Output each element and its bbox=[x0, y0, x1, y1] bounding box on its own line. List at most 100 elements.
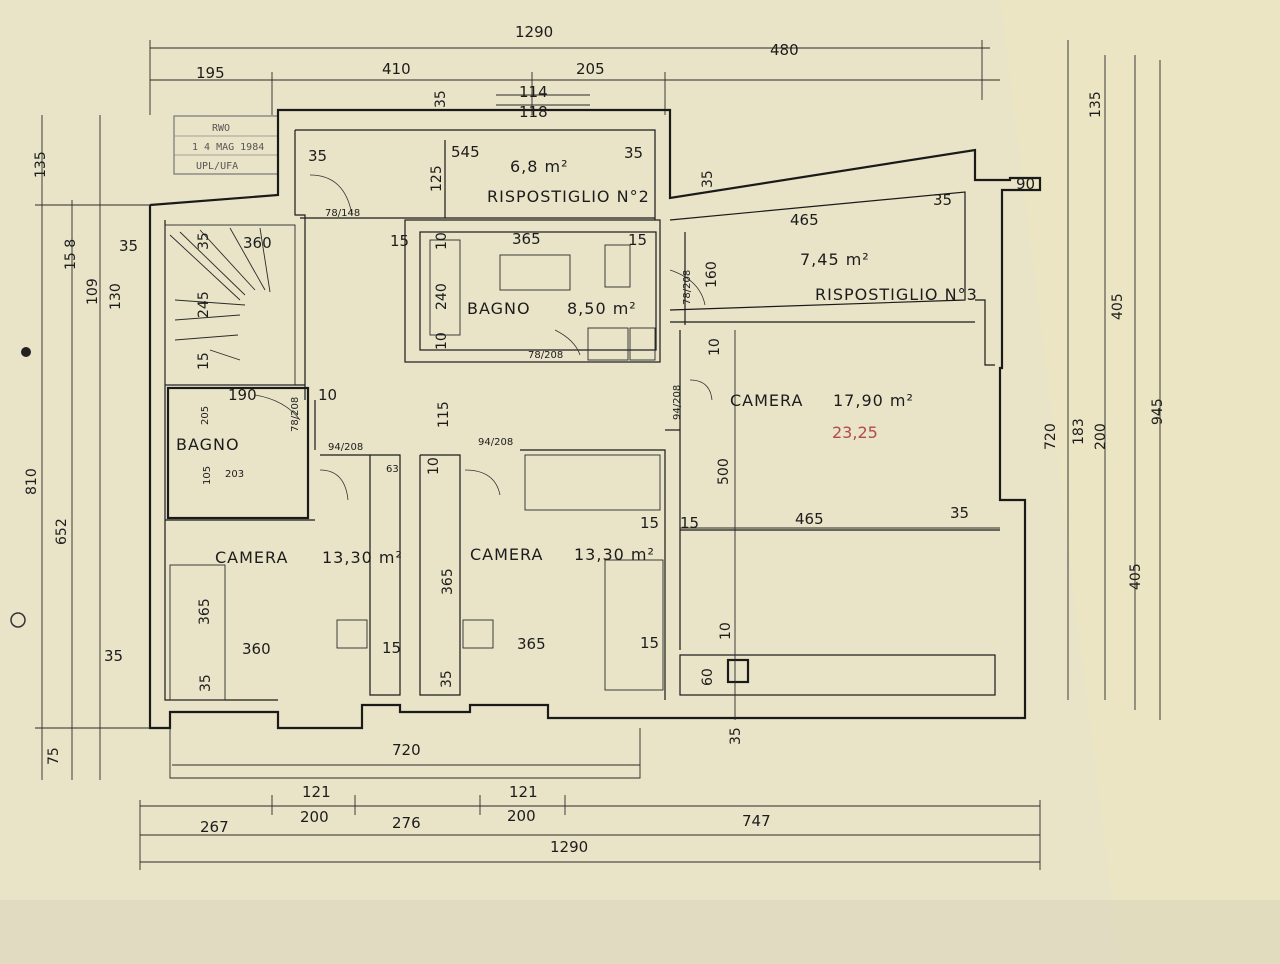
dim-10-a: 10 bbox=[434, 232, 450, 250]
door-labels: 78/148 78/208 78/208 94/208 94/208 94/20… bbox=[290, 208, 693, 453]
dim-276: 276 bbox=[392, 814, 421, 832]
dim-365-top: 365 bbox=[512, 230, 541, 248]
dim-205: 205 bbox=[200, 406, 211, 425]
bagno-main-name: BAGNO bbox=[467, 299, 531, 318]
door-label-7: 78/208 bbox=[290, 397, 301, 432]
camera-big-area: 17,90 m² bbox=[833, 391, 914, 410]
dim-35-stair: 35 bbox=[119, 237, 138, 255]
upper-dimensions: 35 545 35 125 35 465 35 90 160 360 15 10… bbox=[119, 143, 1035, 428]
dim-405-right-b: 405 bbox=[1128, 563, 1144, 590]
dim-200-right: 200 bbox=[1093, 423, 1109, 450]
dim-35-a: 35 bbox=[433, 90, 449, 108]
dim-183-right: 183 bbox=[1071, 418, 1087, 445]
dim-seg2: 410 bbox=[382, 60, 411, 78]
dim-360-top: 360 bbox=[243, 234, 272, 252]
camera-left-name: CAMERA bbox=[215, 548, 288, 567]
dim-121-b: 121 bbox=[509, 783, 538, 801]
dim-200-b: 200 bbox=[507, 807, 536, 825]
room-labels: 6,8 m² RISPOSTIGLIO N°2 7,45 m² RISPOSTI… bbox=[176, 157, 978, 567]
dim-190: 190 bbox=[228, 386, 257, 404]
dim-75-left: 75 bbox=[46, 747, 62, 765]
bottom-dimensions: 720 121 200 121 200 267 276 747 1290 bbox=[139, 741, 1041, 870]
door-label-5: 94/208 bbox=[328, 442, 363, 453]
punch-hole-bottom bbox=[10, 612, 26, 628]
dim-15-c: 15 bbox=[196, 352, 212, 370]
dim-105: 105 bbox=[202, 466, 213, 485]
dim-747: 747 bbox=[742, 812, 771, 830]
dim-365-mid-v: 365 bbox=[440, 568, 456, 595]
stamp-line3: UPL/UFA bbox=[196, 161, 238, 172]
dim-240: 240 bbox=[434, 283, 450, 310]
door-label-2: 78/208 bbox=[528, 350, 563, 361]
dim-15-b: 15 bbox=[628, 231, 647, 249]
dim-35-bottom-b: 35 bbox=[439, 670, 455, 688]
dim-63: 63 bbox=[386, 464, 399, 475]
dim-360-mid: 360 bbox=[242, 640, 271, 658]
dim-500: 500 bbox=[716, 458, 732, 485]
dim-total-top: 1290 bbox=[515, 23, 553, 41]
stamp-line2: 1 4 MAG 1984 bbox=[192, 142, 264, 153]
dim-15-mid-d: 15 bbox=[640, 514, 659, 532]
camera-big-correction: 23,25 bbox=[832, 423, 878, 442]
stamp-line1: RWO bbox=[212, 123, 230, 134]
lower-dimensions: 500 465 35 15 15 365 365 365 360 15 15 3… bbox=[104, 330, 1000, 745]
dim-seg3: 205 bbox=[576, 60, 605, 78]
dim-10-c: 10 bbox=[707, 338, 723, 356]
door-label-4: 94/208 bbox=[672, 385, 683, 420]
paper-bottom bbox=[0, 900, 1280, 964]
dim-35-left: 35 bbox=[104, 647, 123, 665]
bagno-small-name: BAGNO bbox=[176, 435, 240, 454]
dim-35-b: 35 bbox=[308, 147, 327, 165]
dim-seg1: 195 bbox=[196, 64, 225, 82]
dim-365-left: 365 bbox=[197, 598, 213, 625]
dim-right-top: 480 bbox=[770, 41, 799, 59]
dim-35-bottom-a: 35 bbox=[198, 674, 214, 692]
punch-hole-top bbox=[21, 347, 31, 357]
paper-fold bbox=[680, 0, 1280, 964]
dim-10-e: 10 bbox=[426, 457, 442, 475]
camera-mid-name: CAMERA bbox=[470, 545, 543, 564]
dim-135-right: 135 bbox=[1088, 91, 1104, 118]
dim-60: 60 bbox=[700, 668, 716, 686]
dim-15-mid-b: 15 bbox=[640, 634, 659, 652]
dim-158-left: 15 8 bbox=[63, 239, 79, 270]
dim-245: 245 bbox=[196, 291, 212, 318]
camera-big-name: CAMERA bbox=[730, 391, 803, 410]
walls bbox=[148, 108, 1042, 779]
left-dimensions: 135 15 8 109 130 810 652 75 bbox=[10, 115, 150, 780]
ripostiglio2-area: 6,8 m² bbox=[510, 157, 569, 176]
camera-left-area: 13,30 m² bbox=[322, 548, 403, 567]
dim-35-mid: 35 bbox=[950, 504, 969, 522]
dim-10-d: 10 bbox=[318, 386, 337, 404]
dim-15-a: 15 bbox=[390, 232, 409, 250]
dim-652-left: 652 bbox=[54, 518, 70, 545]
dim-35-f: 35 bbox=[196, 232, 212, 250]
dim-810-left: 810 bbox=[24, 468, 40, 495]
dim-160: 160 bbox=[704, 261, 720, 288]
dim-125: 125 bbox=[429, 165, 445, 192]
camera-mid-area: 13,30 m² bbox=[574, 545, 655, 564]
ripostiglio2-name: RISPOSTIGLIO N°2 bbox=[487, 187, 650, 206]
dim-135-left: 135 bbox=[33, 151, 49, 178]
dim-465-mid: 465 bbox=[795, 510, 824, 528]
dim-total-bottom: 1290 bbox=[550, 838, 588, 856]
dim-365-mid-h: 365 bbox=[517, 635, 546, 653]
bagno-main-area: 8,50 m² bbox=[567, 299, 637, 318]
dim-545: 545 bbox=[451, 143, 480, 161]
ripostiglio3-area: 7,45 m² bbox=[800, 250, 870, 269]
dim-10-bottom: 10 bbox=[718, 622, 734, 640]
dim-118: 118 bbox=[519, 103, 548, 121]
door-swings bbox=[254, 174, 713, 501]
right-dimensions: 135 405 720 183 200 945 405 bbox=[1043, 40, 1166, 720]
dim-465-top: 465 bbox=[790, 211, 819, 229]
dim-115: 115 bbox=[436, 401, 452, 428]
dim-267: 267 bbox=[200, 818, 229, 836]
ripostiglio3-name: RISPOSTIGLIO N°3 bbox=[815, 285, 978, 304]
dim-15-mid-a: 15 bbox=[680, 514, 699, 532]
dim-945-right: 945 bbox=[1150, 398, 1166, 425]
door-label-1: 78/148 bbox=[325, 208, 360, 219]
dim-35-e: 35 bbox=[933, 191, 952, 209]
dim-720-bottom: 720 bbox=[392, 741, 421, 759]
dim-130-left: 130 bbox=[108, 283, 124, 310]
